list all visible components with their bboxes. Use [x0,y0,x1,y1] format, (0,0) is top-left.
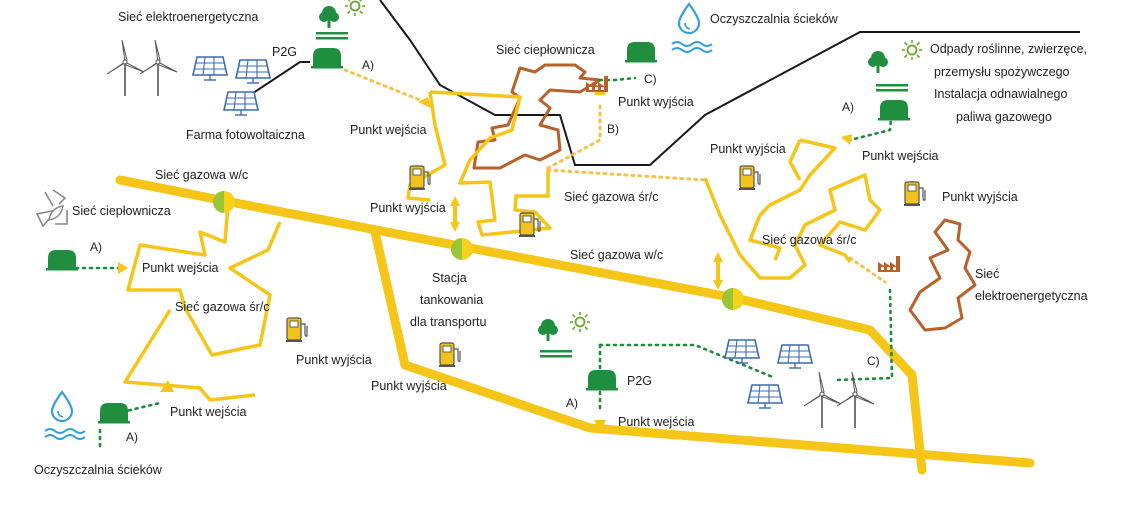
label-biowaste-line1: Odpady roślinne, zwierzęce, [930,42,1088,56]
label-letter-b-center: B) [607,122,619,136]
label-heat-net-left: Sieć ciepłownicza [72,204,171,218]
label-exit-point-bottom-center: Punkt wyjścia [371,379,447,393]
label-station-line3: dla transportu [410,315,487,329]
heat-network-right-power [908,218,977,332]
label-entry-point-left: Punkt wejścia [142,261,219,275]
gas-pipes-high-pressure [115,175,1035,475]
label-entry-point-center: Punkt wejścia [350,123,427,137]
label-gas-hp-center: Sieć gazowa w/c [570,248,664,262]
gas-dotted-links [343,68,887,284]
label-exit-point-center-left: Punkt wyjścia [370,201,446,215]
label-wastewater-top: Oczyszczalnia ścieków [710,12,838,26]
label-p2g-top: P2G [272,45,298,59]
label-exit-point-top: Punkt wyjścia [618,95,694,109]
label-gas-hp-left: Sieć gazowa w/c [155,168,249,182]
label-heat-net-top: Sieć ciepłownicza [496,43,595,57]
label-wastewater-bottom: Oczyszczalnia ścieków [34,463,162,477]
label-pv-farm: Farma fotowoltaiczna [186,128,305,142]
label-gas-mp-center: Sieć gazowa śr/c [564,190,659,204]
label-letter-c-top: C) [644,72,657,86]
power-lines [234,0,1080,166]
label-gas-mp-left: Sieć gazowa śr/c [175,300,270,314]
label-biowaste-line4: paliwa gazowego [956,110,1052,124]
label-exit-point-left: Punkt wyjścia [296,353,372,367]
label-letter-a-top: A) [362,58,374,72]
recycle-icon [35,189,68,228]
heat-network-top [472,63,601,170]
label-power-grid-right-line2: elektroenergetyczna [975,289,1088,303]
label-entry-point-bottom-left: Punkt wejścia [170,405,247,419]
label-biowaste-line2: przemysłu spożywczego [934,65,1070,79]
label-station-line2: tankowania [420,293,484,307]
label-letter-a-bottom-left: A) [126,430,138,444]
label-biowaste-line3: Instalacja odnawialnego [934,87,1068,101]
label-station-line1: Stacja [432,271,467,285]
label-power-grid-right-line1: Sieć [975,267,1000,281]
label-p2g-bottom: P2G [627,374,653,388]
label-entry-point-right: Punkt wejścia [862,149,939,163]
label-gas-mp-right: Sieć gazowa śr/c [762,233,857,247]
label-exit-point-right: Punkt wyjścia [942,190,1018,204]
arrows [118,84,852,432]
label-power-grid-top: Sieć elektroenergetyczna [118,10,259,24]
label-entry-point-bottom: Punkt wejścia [618,415,695,429]
gas-pipes-medium-pressure [123,90,882,402]
label-exit-point-right-top: Punkt wyjścia [710,142,786,156]
label-letter-a-right: A) [842,100,854,114]
label-letter-c-bottom: C) [867,354,880,368]
label-letter-a-left: A) [90,240,102,254]
label-letter-a-bottom: A) [566,396,578,410]
